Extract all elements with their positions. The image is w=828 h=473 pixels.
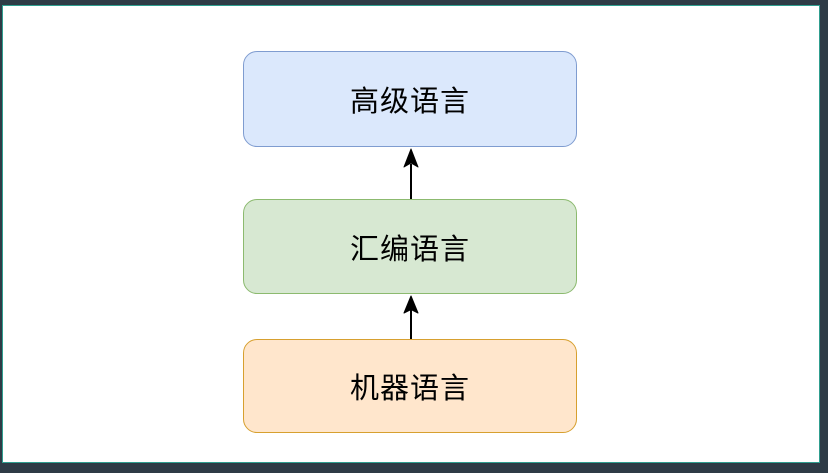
- arrow-machine-to-assembly[interactable]: [399, 295, 423, 340]
- node-high-level-language[interactable]: 高级语言: [243, 51, 577, 147]
- node-machine-language[interactable]: 机器语言: [243, 339, 577, 433]
- diagram-canvas: 高级语言 汇编语言 机器语言: [2, 5, 820, 463]
- node-label-assembly-language: 汇编语言: [349, 233, 470, 266]
- node-assembly-language[interactable]: 汇编语言: [243, 199, 577, 294]
- node-label-machine-language: 机器语言: [349, 373, 470, 405]
- arrow-assembly-to-high-level[interactable]: [399, 148, 423, 200]
- node-label-high-level-language: 高级语言: [349, 86, 470, 118]
